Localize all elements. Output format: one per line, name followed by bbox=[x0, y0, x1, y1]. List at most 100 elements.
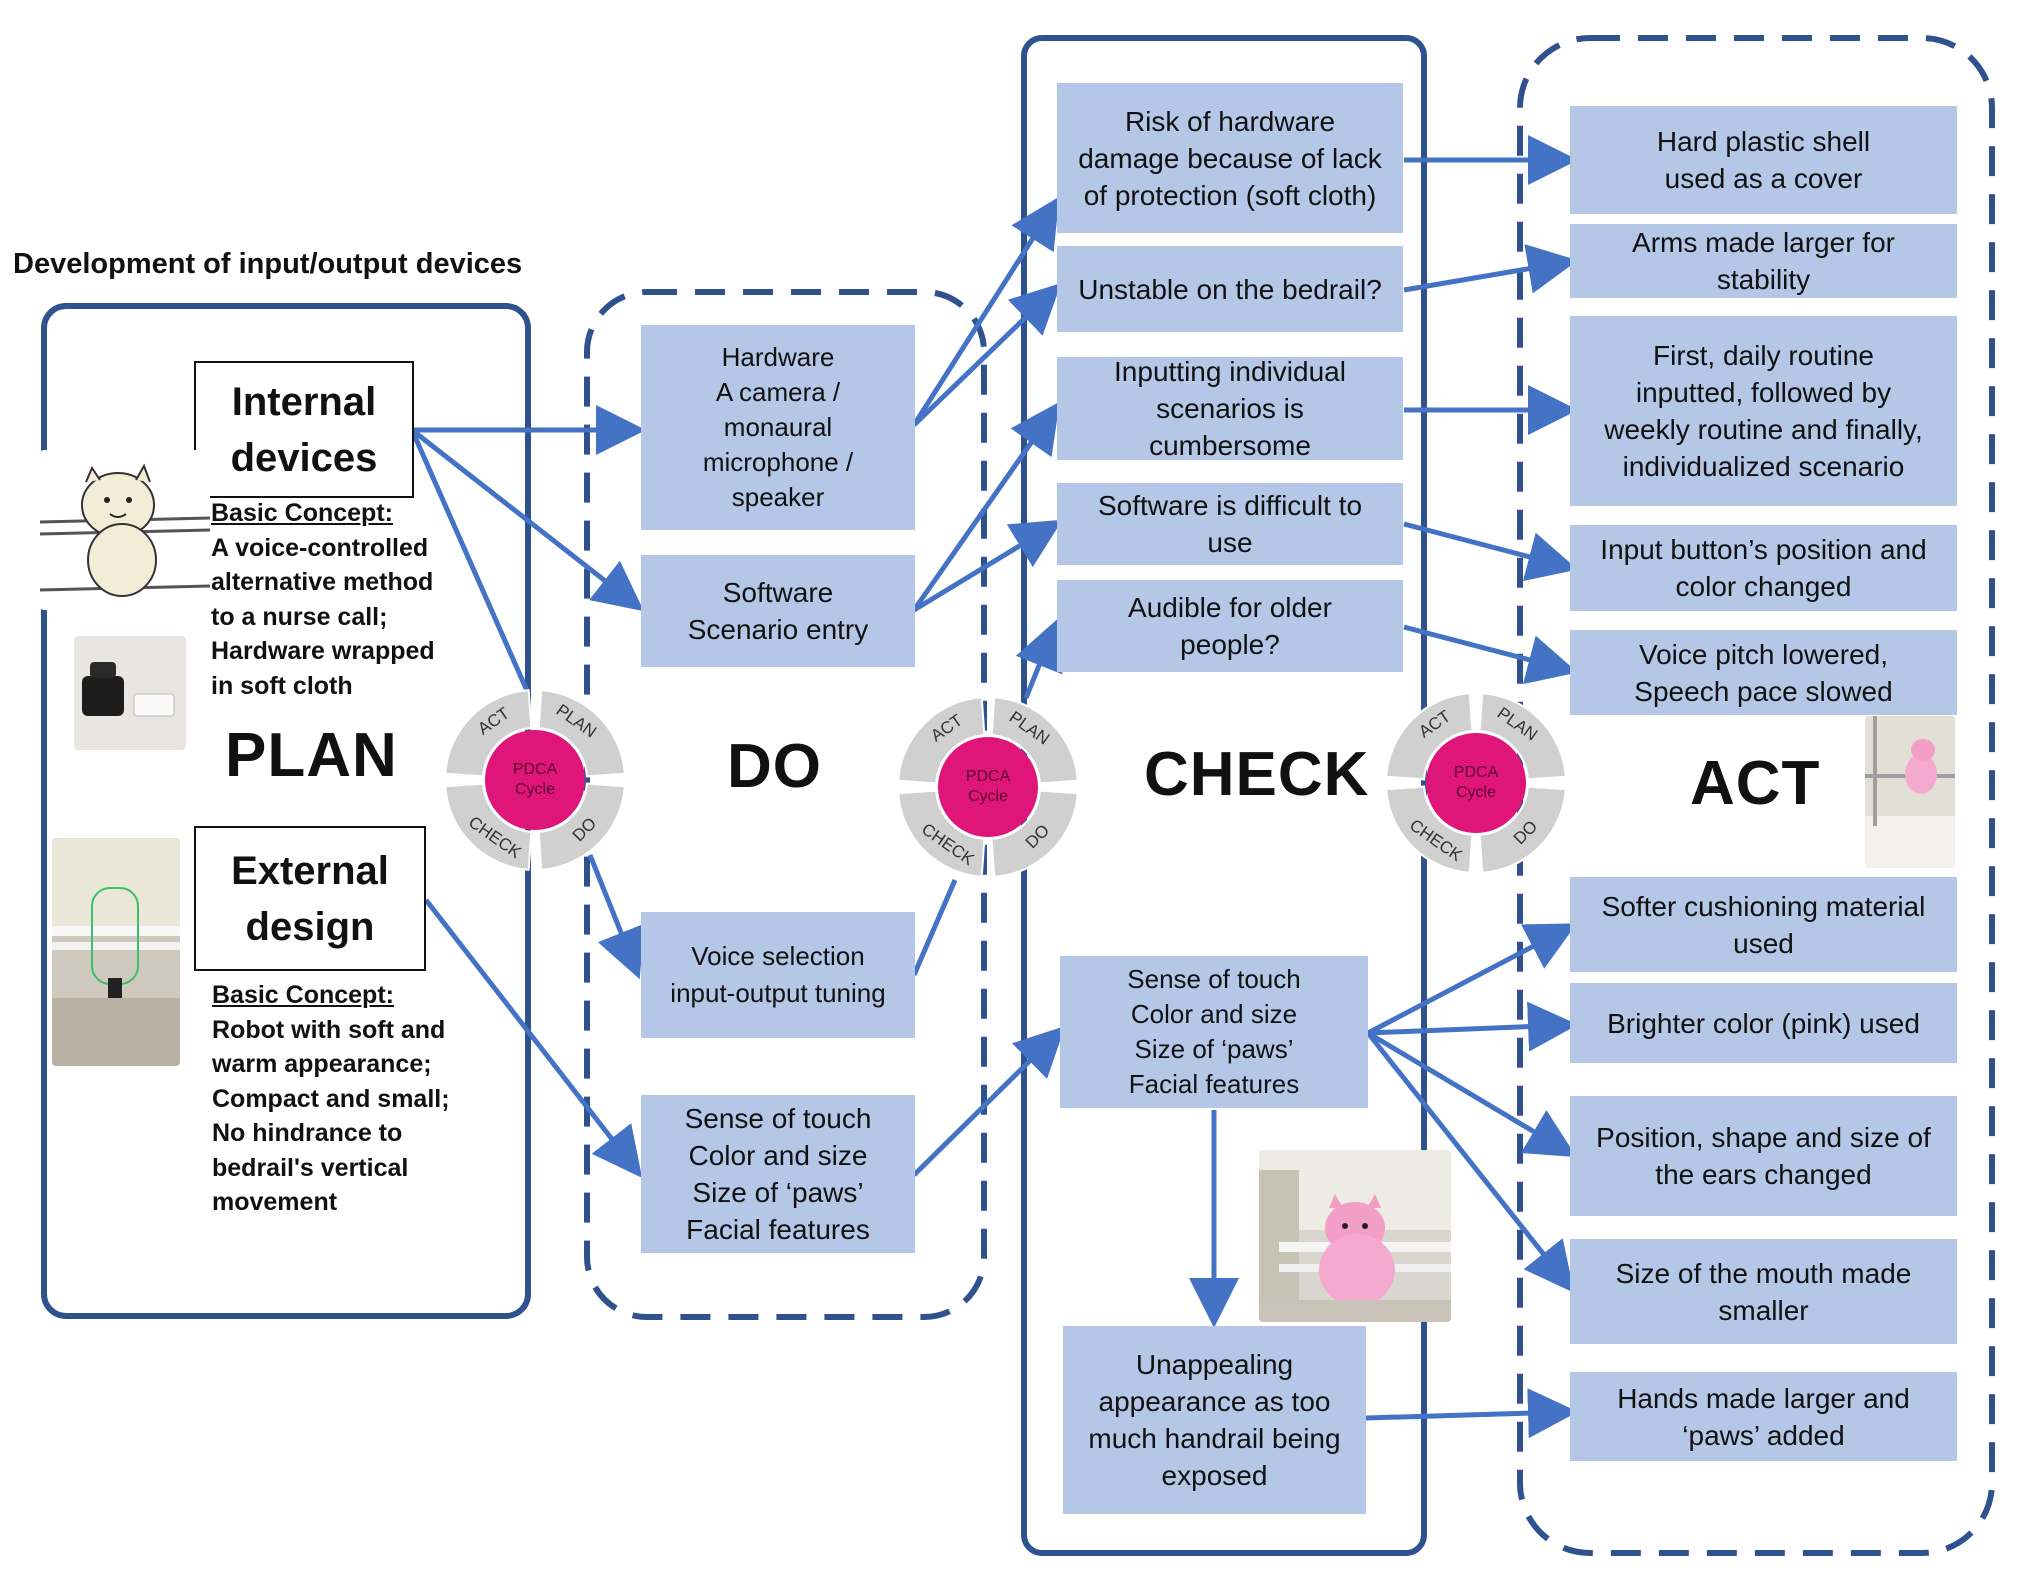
do-item-software: Software Scenario entry bbox=[641, 555, 915, 667]
pdca-center-label: Cycle bbox=[968, 788, 1008, 805]
do-item-text: Hardware A camera / monaural microphone … bbox=[702, 342, 854, 512]
check-item-external-features: Sense of touch Color and size Size of ‘p… bbox=[1060, 956, 1368, 1108]
act-item-mouth-smaller: Size of the mouth made smaller bbox=[1570, 1239, 1957, 1344]
diagram-heading: Development of input/output devices bbox=[13, 248, 523, 280]
arrow bbox=[911, 196, 1060, 427]
external-concept-label: Basic Concept: bbox=[212, 981, 394, 1009]
pdca-segment bbox=[537, 782, 626, 871]
check-item-unstable: Unstable on the bedrail? bbox=[1057, 246, 1403, 332]
hardware-photo bbox=[74, 636, 186, 750]
act-item-hard-shell: Hard plastic shell used as a cover bbox=[1570, 106, 1957, 214]
external-design-photo bbox=[52, 838, 180, 1066]
check-item-audible: Audible for older people? bbox=[1057, 580, 1403, 672]
check-item-input-scenarios: Inputting individual scenarios is cumber… bbox=[1057, 356, 1403, 461]
check-item-text: Unstable on the bedrail? bbox=[1078, 273, 1382, 305]
arrow bbox=[1015, 618, 1063, 699]
internal-concept: Basic Concept: A voice-controlled altern… bbox=[211, 496, 491, 703]
do-item-hardware: Hardware A camera / monaural microphone … bbox=[641, 325, 915, 530]
pdca-segment bbox=[1478, 692, 1567, 781]
pdca-segment bbox=[990, 696, 1079, 785]
pdca-segment bbox=[1385, 785, 1474, 874]
arrow bbox=[912, 283, 1062, 427]
pdca-segment bbox=[990, 789, 1079, 878]
external-concept: Basic Concept: Robot with soft and warm … bbox=[212, 978, 492, 1220]
phase-act-label: ACT bbox=[1690, 749, 1821, 818]
internal-concept-label: Basic Concept: bbox=[211, 499, 393, 527]
arrow bbox=[410, 428, 644, 612]
pdca-center bbox=[938, 737, 1038, 837]
arrow bbox=[912, 519, 1063, 613]
arrow bbox=[1403, 244, 1578, 294]
act-item-brighter-color: Brighter color (pink) used bbox=[1570, 983, 1957, 1063]
arrow bbox=[1367, 1001, 1578, 1052]
arrow bbox=[1366, 1030, 1577, 1158]
internal-concept-text: A voice-controlled alternative method to… bbox=[211, 533, 435, 700]
act-item-voice-pitch: Voice pitch lowered, Speech pace slowed bbox=[1570, 630, 1957, 715]
check-item-text: Unappealing appearance as too much handr… bbox=[1088, 1349, 1341, 1491]
check-item-software-difficult: Software is difficult to use bbox=[1057, 483, 1403, 565]
arrow bbox=[1403, 624, 1578, 685]
pdca-center bbox=[1426, 733, 1526, 833]
do-item-text: Software Scenario entry bbox=[687, 577, 869, 645]
act-item-softer-material: Softer cushioning material used bbox=[1570, 877, 1957, 972]
pink-robot-photo-check bbox=[1259, 1150, 1451, 1322]
pdca-segment bbox=[444, 689, 533, 778]
act-item-arms-larger: Arms made larger for stability bbox=[1570, 224, 1957, 298]
arrow bbox=[912, 1025, 1066, 1177]
pink-robot-photo-act bbox=[1865, 716, 1955, 868]
arrow bbox=[587, 854, 645, 980]
act-item-text: Hard plastic shell used as a cover bbox=[1656, 126, 1871, 194]
act-frame bbox=[1517, 35, 1995, 1556]
pdca-center-label: Cycle bbox=[515, 781, 555, 798]
do-item-voice-selection: Voice selection input-output tuning bbox=[641, 912, 915, 1038]
arrow bbox=[424, 898, 643, 1178]
check-item-text: Audible for older people? bbox=[1128, 592, 1332, 660]
act-item-hands-larger: Hands made larger and ‘paws’ added bbox=[1570, 1372, 1957, 1461]
arrow bbox=[409, 428, 531, 695]
pdca-center-label: PDCA bbox=[966, 768, 1011, 785]
pdca-segment bbox=[537, 689, 626, 778]
arrow bbox=[1365, 1388, 1578, 1439]
do-item-text: Voice selection input-output tuning bbox=[670, 941, 886, 1008]
act-item-text: Input button’s position and color change… bbox=[1600, 534, 1927, 602]
do-item-text: Sense of touch Color and size Size of ‘p… bbox=[684, 1103, 872, 1245]
arrow bbox=[911, 401, 1060, 612]
arrow bbox=[911, 879, 958, 976]
pdca-segment bbox=[1478, 785, 1567, 874]
check-item-text: Risk of hardware damage because of lack … bbox=[1078, 105, 1382, 211]
act-item-text: Arms made larger for stability bbox=[1632, 227, 1895, 295]
phase-do-label: DO bbox=[727, 732, 822, 801]
check-item-text: Software is difficult to use bbox=[1097, 490, 1363, 558]
act-item-text: Voice pitch lowered, Speech pace slowed bbox=[1634, 638, 1893, 707]
arrow bbox=[1366, 1031, 1575, 1293]
act-item-text: Hands made larger and ‘paws’ added bbox=[1617, 1382, 1910, 1451]
do-item-external-features: Sense of touch Color and size Size of ‘p… bbox=[641, 1095, 915, 1253]
pdca-segment bbox=[444, 782, 533, 871]
pdca-center-label: PDCA bbox=[1454, 764, 1499, 781]
pdca-segment bbox=[897, 696, 986, 785]
act-item-routine-input: First, daily routine inputted, followed … bbox=[1570, 316, 1957, 506]
act-item-text: First, daily routine inputted, followed … bbox=[1604, 340, 1923, 482]
pdca-center-label: PDCA bbox=[513, 761, 558, 778]
pdca-segment bbox=[897, 789, 986, 878]
act-item-text: Brighter color (pink) used bbox=[1607, 1007, 1920, 1039]
arrow bbox=[1366, 923, 1577, 1036]
act-item-input-button: Input button’s position and color change… bbox=[1570, 525, 1957, 611]
check-item-text: Sense of touch Color and size Size of ‘p… bbox=[1127, 964, 1301, 1099]
pdca-segment bbox=[1385, 692, 1474, 781]
check-item-text: Inputting individual scenarios is cumber… bbox=[1114, 356, 1346, 461]
pdca-center bbox=[485, 730, 585, 830]
check-item-hardware-risk: Risk of hardware damage because of lack … bbox=[1057, 83, 1403, 233]
act-item-text: Position, shape and size of the ears cha… bbox=[1596, 1122, 1931, 1190]
external-concept-text: Robot with soft and warm appearance; Com… bbox=[212, 1015, 450, 1217]
pdca-center-label: Cycle bbox=[1456, 784, 1496, 801]
act-item-text: Size of the mouth made smaller bbox=[1615, 1257, 1912, 1326]
check-item-unappealing: Unappealing appearance as too much handr… bbox=[1063, 1326, 1366, 1514]
external-design-box: External design bbox=[194, 826, 426, 971]
internal-devices-box: Internal devices bbox=[194, 361, 414, 498]
